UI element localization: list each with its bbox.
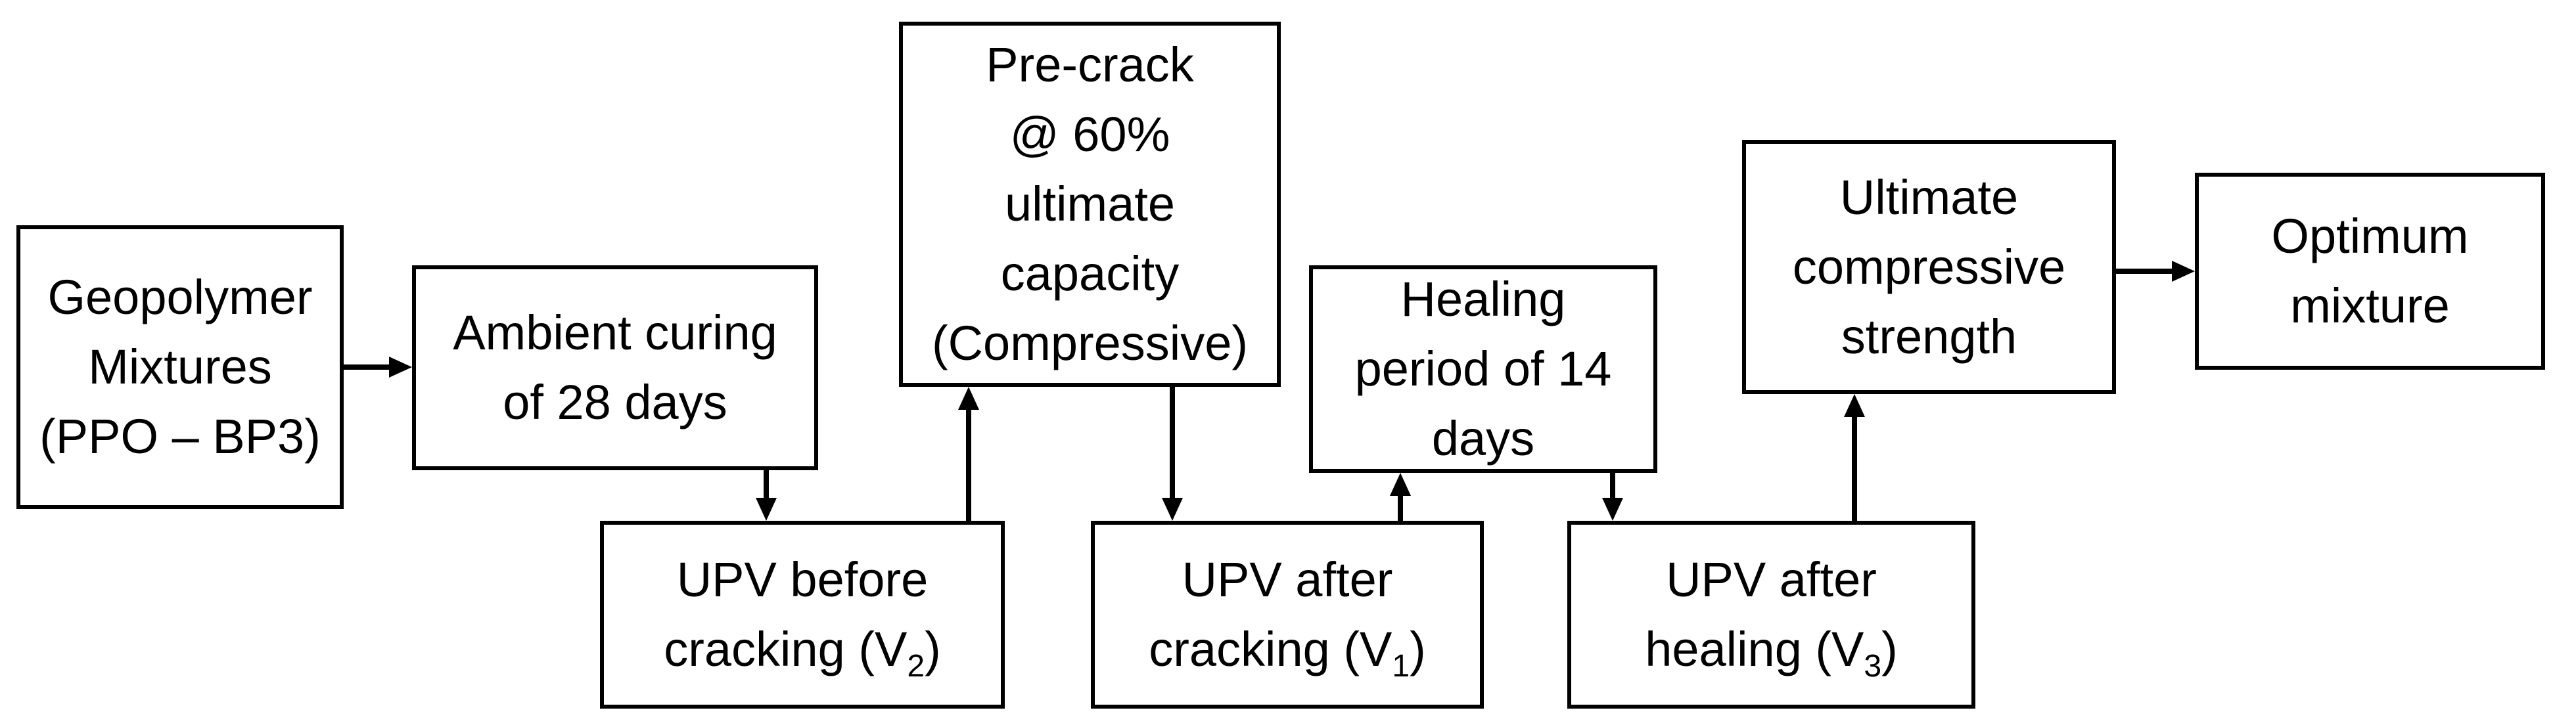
arrow-pre-crack-to-upv-after-cracking: [1162, 387, 1183, 521]
arrow-upv-after-healing-to-ultimate: [1844, 394, 1865, 521]
arrow-ultimate-to-optimum: [2116, 261, 2195, 282]
arrow-ambient-curing-to-upv-before: [756, 468, 777, 521]
arrow-geopolymer-to-ambient-curing: [344, 357, 412, 378]
arrow-healing-to-upv-after-healing: [1602, 471, 1623, 521]
arrow-upv-before-to-pre-crack: [958, 387, 979, 521]
arrow-upv-after-cracking-to-healing: [1390, 473, 1411, 521]
